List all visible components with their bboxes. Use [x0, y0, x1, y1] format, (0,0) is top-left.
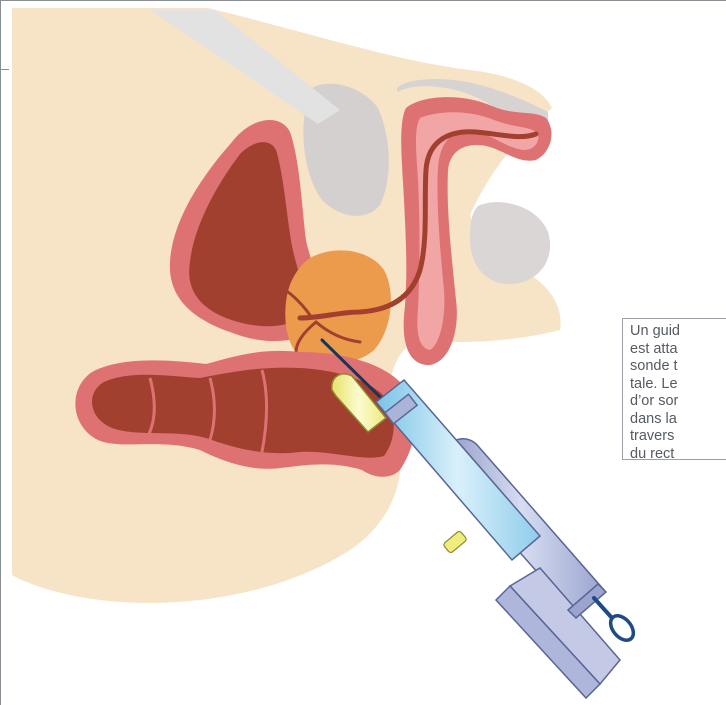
ultrasound-probe — [332, 374, 638, 698]
caption-box: Un guid est atta sonde t tale. Le d’or s… — [622, 318, 726, 460]
gold-marker-band — [443, 530, 468, 553]
probe-ring-handle — [594, 598, 612, 618]
caption-text: Un guid est atta sonde t tale. Le d’or s… — [630, 323, 726, 460]
prostate — [285, 250, 391, 363]
testis — [470, 202, 550, 284]
